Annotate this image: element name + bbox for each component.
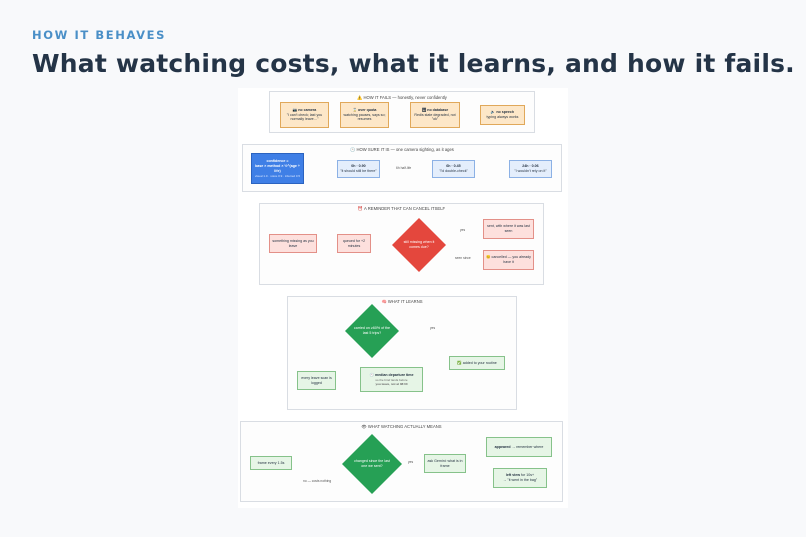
ask-gemini: ask Gemini: what is in frame <box>424 454 466 473</box>
page-title: What watching costs, what it learns, and… <box>32 49 795 78</box>
fail-no-speech: 🔈 no speech typing always works <box>480 105 525 125</box>
half-life-label: 6h half-life <box>396 166 412 170</box>
queued-reminder: queued for +2 minutes <box>337 234 371 253</box>
panel-title: 🧠 WHAT IT LEARNS <box>381 299 423 304</box>
confidence-stage-6h: 6h · 0.45 "I'd double-check" <box>432 160 475 178</box>
edge-yes-label: yes <box>460 228 466 232</box>
panel-title: 👁 WHAT WATCHING ACTUALLY MEANS <box>361 424 442 429</box>
decision-changed-since: changed since the last one we sent? <box>342 434 402 494</box>
panel-what-watching-means: 👁 WHAT WATCHING ACTUALLY MEANS <box>240 421 563 502</box>
confidence-stage-24h: 24h · 0.06 "I wouldn't rely on it" <box>509 160 552 178</box>
appeared-remember: appeared → remember where <box>486 437 552 457</box>
missing-as-you-leave: something missing as you leave <box>269 234 317 253</box>
edge-no-label: no — costs nothing <box>303 479 332 483</box>
edge-yes-label: yes <box>408 460 414 464</box>
fail-over-quota: ⌛ over quota watching pauses, says so; r… <box>340 102 389 128</box>
panel-title: 🕓 HOW SURE IT IS — one camera sighting, … <box>350 147 454 152</box>
fail-no-camera: 📷 no camera "I can't check; last you nor… <box>280 102 329 128</box>
section-eyebrow: HOW IT BEHAVES <box>32 28 167 42</box>
panel-title: ⚠️ HOW IT FAILS — honestly, never confid… <box>357 95 447 100</box>
left-view: left view for 10s+ → "it went in the bag… <box>493 468 547 488</box>
panel-title: ⏰ A REMINDER THAT CAN CANCEL ITSELF <box>357 206 446 211</box>
panel-what-it-learns: 🧠 WHAT IT LEARNS <box>287 296 517 410</box>
leave-scan-logged: every leave scan is logged <box>297 371 336 390</box>
fail-no-database: 🗄 no database Redis state degraded, not … <box>410 102 460 128</box>
added-to-routine: ✅ added to your routine <box>449 356 505 370</box>
edge-seen-since-label: seen since <box>455 256 471 260</box>
frame-every-1-5s: frame every 1.5s <box>250 456 292 470</box>
edge-yes-label: yes <box>430 326 436 330</box>
confidence-formula: confidence = base × method × ½^(age ÷ li… <box>251 153 304 184</box>
decision-still-missing: still missing when it comes due? <box>392 218 446 272</box>
median-departure: 🕓 median departure time so the brief lan… <box>360 367 423 392</box>
decision-carried-60: carried on ≥60% of the last 5 trips? <box>345 304 399 358</box>
reminder-cancelled: 😊 cancelled — you already have it <box>483 250 534 270</box>
reminder-sent: sent, with where it was last seen <box>483 219 534 239</box>
confidence-stage-0h: 0h · 0.90 "it should still be there" <box>337 160 380 178</box>
panel-how-it-fails: ⚠️ HOW IT FAILS — honestly, never confid… <box>269 91 535 133</box>
flow-diagram: ⚠️ HOW IT FAILS — honestly, never confid… <box>238 88 568 508</box>
